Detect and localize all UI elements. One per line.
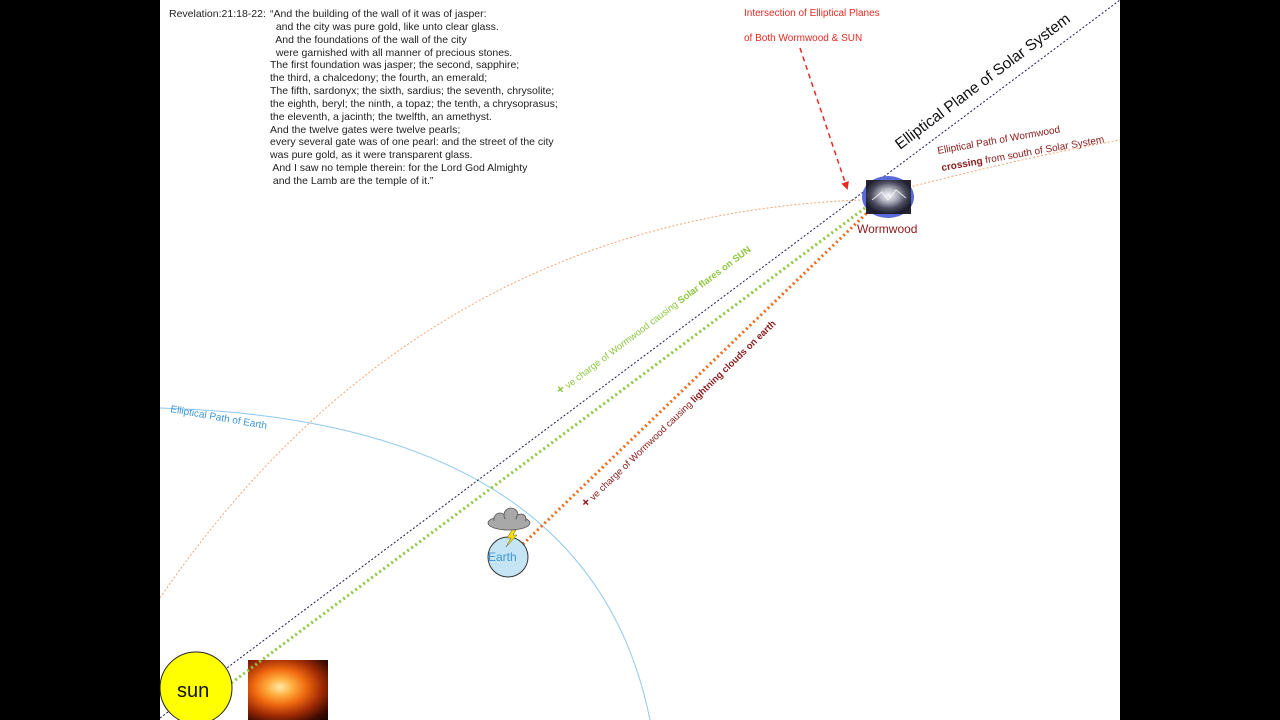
solar-flare-image (248, 660, 328, 720)
solar-flare-line (221, 206, 866, 692)
wormwood-icon (862, 176, 914, 218)
storm-cloud-icon (487, 507, 531, 548)
slide: Revelation:21:18-22: “And the building o… (160, 0, 1120, 720)
intersection-label-line2: of Both Wormwood & SUN (744, 33, 862, 44)
wormwood-label: Wormwood (857, 222, 917, 236)
intersection-arrow (799, 47, 849, 190)
lightning-label: + ve charge of Wormwood causing lightnin… (578, 315, 779, 510)
earth-label: Earth (488, 550, 517, 564)
sun-label: sun (177, 680, 209, 702)
wormwood-orbit-path (160, 139, 1120, 599)
orbit-diagram: Intersection of Elliptical Planes of Bot… (160, 0, 1120, 720)
intersection-label-line1: Intersection of Elliptical Planes (744, 8, 880, 19)
lightning-line (520, 208, 872, 547)
verse-reference: Revelation:21:18-22: (169, 8, 266, 20)
sun-icon (160, 651, 233, 720)
earth-orbit-label: Elliptical Path of Earth (169, 404, 267, 432)
verse-text: “And the building of the wall of it was … (270, 8, 558, 187)
solar-plane-line (160, 0, 1120, 719)
earth-orbit-path (160, 407, 651, 720)
